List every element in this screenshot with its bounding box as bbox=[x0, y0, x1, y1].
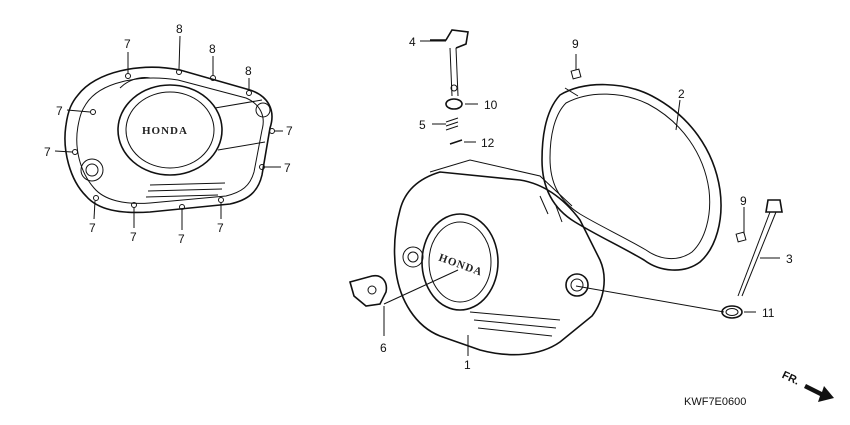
callout-10: 10 bbox=[484, 98, 498, 112]
part-1-right-crankcase-cover: HONDA bbox=[393, 159, 605, 356]
part-12-pin bbox=[449, 139, 463, 145]
callout-9: 9 bbox=[740, 194, 747, 208]
leader-lines-center bbox=[383, 40, 780, 356]
callout-7: 7 bbox=[284, 161, 291, 175]
callout-7: 7 bbox=[56, 104, 63, 118]
callout-2: 2 bbox=[678, 87, 685, 101]
callout-8: 8 bbox=[209, 42, 216, 56]
part-4-arm bbox=[430, 29, 469, 97]
part-2-gasket bbox=[541, 83, 722, 271]
callout-numbers: 7 8 8 8 7 7 7 7 7 7 7 7 4 10 5 12 9 2 9 … bbox=[44, 22, 793, 372]
main-cover-brand-mark: HONDA bbox=[437, 252, 484, 279]
front-arrow-icon bbox=[804, 384, 834, 402]
callout-6: 6 bbox=[380, 341, 387, 355]
callout-12: 12 bbox=[481, 136, 495, 150]
part-10-seal bbox=[445, 98, 463, 110]
callout-7: 7 bbox=[44, 145, 51, 159]
crankcase-cover-outer-view: HONDA bbox=[64, 66, 273, 214]
part-6-bracket bbox=[349, 274, 388, 307]
callout-8: 8 bbox=[176, 22, 183, 36]
callout-1: 1 bbox=[464, 358, 471, 372]
drawing-code: KWF7E0600 bbox=[684, 396, 746, 408]
leader-lines-left bbox=[54, 35, 283, 230]
part-11-o-ring bbox=[721, 305, 743, 319]
cover-brand-mark: HONDA bbox=[142, 125, 188, 137]
front-direction-label: FR. bbox=[780, 369, 801, 387]
part-3-oil-dipstick bbox=[737, 199, 783, 297]
callout-7: 7 bbox=[89, 221, 96, 235]
callout-7: 7 bbox=[178, 232, 185, 246]
callout-11: 11 bbox=[762, 306, 775, 320]
callout-7: 7 bbox=[124, 37, 131, 51]
callout-7: 7 bbox=[130, 230, 137, 244]
callout-5: 5 bbox=[419, 118, 426, 132]
callout-7: 7 bbox=[217, 221, 224, 235]
part-9-dowel-top bbox=[570, 68, 582, 80]
front-direction-indicator: FR. bbox=[780, 369, 834, 402]
part-9-dowel-right bbox=[735, 231, 747, 243]
callout-3: 3 bbox=[786, 252, 793, 266]
callout-8: 8 bbox=[245, 64, 252, 78]
part-5-spring bbox=[445, 117, 459, 131]
callout-4: 4 bbox=[409, 35, 416, 49]
callout-7: 7 bbox=[286, 124, 293, 138]
cover-bolts bbox=[72, 69, 275, 210]
callout-9: 9 bbox=[572, 37, 579, 51]
